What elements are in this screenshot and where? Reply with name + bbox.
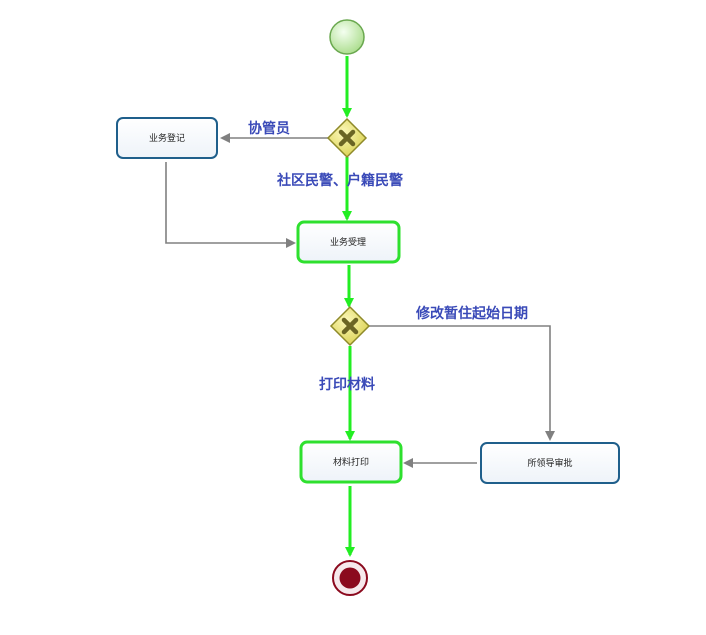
end-event-icon (339, 567, 361, 589)
flow-label-print-materials: 打印材料 (319, 376, 375, 393)
task-leader-approval-label: 所领导审批 (527, 457, 572, 469)
flow-label-modify-start-date: 修改暂住起始日期 (415, 305, 528, 322)
task-business-accept[interactable]: 业务受理 (296, 220, 401, 264)
gateway-2[interactable] (329, 305, 371, 347)
task-material-print[interactable]: 材料打印 (299, 440, 403, 484)
task-business-register[interactable]: 业务登记 (116, 117, 218, 159)
gateway-x-mark (341, 317, 359, 335)
gateway-1[interactable] (326, 117, 368, 159)
task-material-print-label: 材料打印 (333, 456, 369, 468)
gateway-x-mark (338, 129, 356, 147)
task-business-accept-label: 业务受理 (330, 236, 366, 248)
flow-label-coordinator: 协管员 (248, 120, 290, 137)
start-event[interactable] (329, 19, 365, 55)
start-event-icon (329, 19, 365, 55)
flows (165, 56, 555, 557)
task-leader-approval[interactable]: 所领导审批 (480, 442, 620, 484)
flow-gateway-2-to-leader-approval (368, 325, 555, 441)
task-business-register-label: 业务登记 (149, 132, 185, 144)
end-event[interactable] (332, 560, 368, 596)
flow-label-community-police: 社区民警、户籍民警 (276, 172, 403, 189)
flow-business-register-to-business-accept (165, 162, 296, 248)
